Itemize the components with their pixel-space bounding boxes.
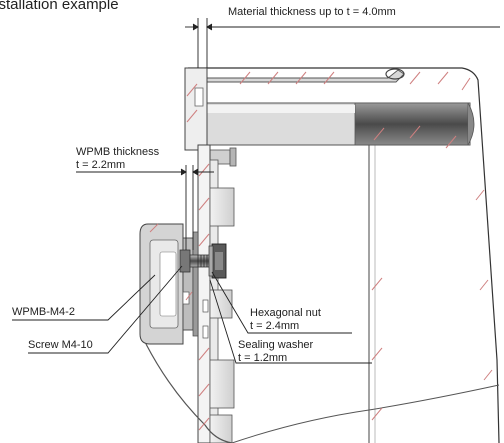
label-material-thickness: Material thickness up to t = 4.0mm [228,6,396,18]
label-wpmb-t: t = 2.2mm [76,159,126,171]
clamp-bar-end [467,102,475,146]
notch-2 [202,299,209,313]
spring-latch [206,69,405,83]
hatch-marks [149,71,493,431]
break-line [145,343,233,443]
hinge-block [184,67,208,151]
leader-lines [12,265,372,364]
label-hex-nut-t: t = 2.4mm [250,320,300,332]
label-part-wpmb: WPMB-M4-2 [12,306,75,318]
spring-coil [385,68,405,80]
clamp-bar-highlight [205,105,355,113]
stud-tip [229,147,237,167]
wpmb-plate-edge [192,231,199,337]
hinge-slot [194,87,204,107]
hex-nut-face [215,252,223,270]
wall-block-1 [209,187,235,227]
screw-head [179,249,191,273]
diagram-title: Installation example [0,0,119,13]
housing-outline [188,67,500,443]
housing-wall [197,144,211,443]
dimension-material-thickness [185,18,500,68]
wall-block-3 [209,359,235,409]
label-sealing-washer-t: t = 1.2mm [238,352,288,364]
clamp-bar-dark [354,102,469,146]
label-screw: Screw M4-10 [28,339,93,351]
sealing-washer [208,245,214,277]
label-wpmb-thickness: WPMB thickness [76,146,160,158]
notch-1 [182,291,190,305]
break-line-right [231,384,500,443]
label-hex-nut: Hexagonal nut [250,307,321,319]
dimension-wpmb-thickness [76,165,214,250]
label-sealing-washer: Sealing washer [238,339,314,351]
wpmb-cavity [159,251,177,317]
notch-3 [202,325,209,339]
